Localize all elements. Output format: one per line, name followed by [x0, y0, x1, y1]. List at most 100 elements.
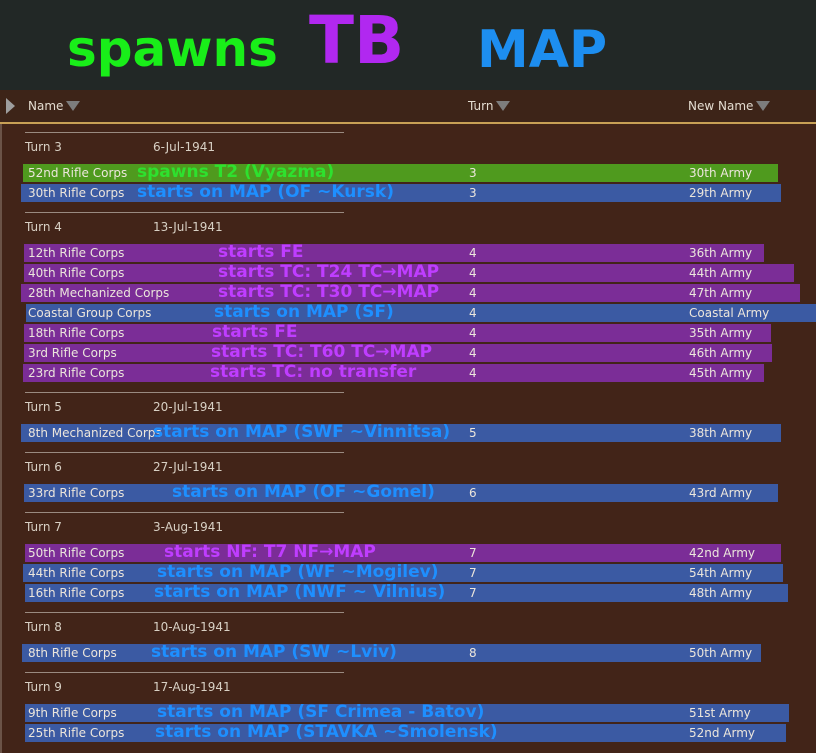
unit-new-name: 38th Army	[689, 426, 753, 440]
unit-turn: 4	[469, 306, 477, 320]
unit-turn: 8	[469, 646, 477, 660]
turn-date: 6-Jul-1941	[153, 140, 215, 154]
divider	[25, 452, 344, 453]
annotation: starts TC: T30 TC→MAP	[218, 282, 440, 302]
annotation: starts TC: no transfer	[210, 362, 417, 382]
annotation: starts FE	[218, 242, 304, 262]
unit-new-name: 48th Army	[689, 586, 753, 600]
unit-new-name: 50th Army	[689, 646, 753, 660]
unit-turn: 5	[469, 426, 477, 440]
banner-tb: TB	[309, 2, 405, 79]
column-name-label: Name	[28, 99, 64, 113]
unit-name: 8th Rifle Corps	[28, 646, 117, 660]
unit-name: 18th Rifle Corps	[28, 326, 125, 340]
turn-label: Turn 8	[25, 620, 62, 634]
banner-map: MAP	[477, 20, 608, 80]
unit-name: 44th Rifle Corps	[28, 566, 125, 580]
banner-spawns: spawns	[67, 20, 278, 78]
row-highlight	[22, 644, 761, 662]
expand-arrow-icon[interactable]	[6, 98, 15, 114]
annotation: starts on MAP (OF ~Gomel)	[172, 482, 435, 502]
turn-date: 10-Aug-1941	[153, 620, 231, 634]
row-highlight	[24, 244, 764, 262]
unit-turn: 3	[469, 166, 477, 180]
left-border	[0, 124, 2, 753]
annotation: starts on MAP (WF ~Mogilev)	[157, 562, 439, 582]
divider	[25, 392, 344, 393]
unit-turn: 7	[469, 566, 477, 580]
unit-new-name: Coastal Army	[689, 306, 770, 320]
row-highlight	[25, 584, 788, 602]
unit-name: 50th Rifle Corps	[28, 546, 125, 560]
unit-turn: 6	[469, 486, 477, 500]
table-row[interactable]: 30th Rifle Corps 3 29th Army starts on MAP …	[0, 182, 816, 202]
column-turn-label: Turn	[468, 99, 494, 113]
unit-name: 40th Rifle Corps	[28, 266, 125, 280]
unit-turn: 4	[469, 366, 477, 380]
unit-name: 52nd Rifle Corps	[28, 166, 128, 180]
divider	[25, 512, 344, 513]
turn-date: 13-Jul-1941	[153, 220, 223, 234]
annotation: starts FE	[212, 322, 298, 342]
row-highlight	[23, 364, 764, 382]
row-highlight	[24, 344, 772, 362]
annotation: starts on MAP (SWF ~Vinnitsa)	[153, 422, 451, 442]
filter-funnel-icon[interactable]	[756, 101, 771, 111]
row-highlight	[23, 564, 783, 582]
filter-funnel-icon[interactable]	[66, 101, 81, 111]
turn-label: Turn 6	[25, 460, 62, 474]
annotation: starts on MAP (OF ~Kursk)	[137, 182, 394, 202]
divider	[25, 132, 344, 133]
turn-label: Turn 9	[25, 680, 62, 694]
filter-funnel-icon[interactable]	[496, 101, 511, 111]
table-row[interactable]: 28th Mechanized Corps 4 47th Army starts TC…	[0, 282, 816, 302]
row-highlight	[21, 424, 781, 442]
turn-label: Turn 3	[25, 140, 62, 154]
unit-turn: 4	[469, 286, 477, 300]
unit-new-name: 29th Army	[689, 186, 753, 200]
unit-name: 12th Rifle Corps	[28, 246, 125, 260]
unit-turn: 3	[469, 186, 477, 200]
column-turn[interactable]: Turn	[468, 99, 511, 113]
unit-name: 16th Rifle Corps	[28, 586, 125, 600]
unit-name: 28th Mechanized Corps	[28, 286, 170, 300]
column-new-name[interactable]: New Name	[688, 99, 771, 113]
unit-turn: 4	[469, 266, 477, 280]
unit-turn: 4	[469, 326, 477, 340]
row-highlight	[25, 724, 786, 742]
unit-name: 30th Rifle Corps	[28, 186, 125, 200]
turn-label: Turn 5	[25, 400, 62, 414]
column-name[interactable]: Name	[28, 99, 81, 113]
unit-turn: 4	[469, 346, 477, 360]
unit-new-name: 43rd Army	[689, 486, 753, 500]
annotation: starts on MAP (SF Crimea - Batov)	[157, 702, 485, 722]
row-highlight	[24, 324, 771, 342]
unit-new-name: 46th Army	[689, 346, 753, 360]
annotation: spawns T2 (Vyazma)	[137, 162, 335, 182]
turn-date: 27-Jul-1941	[153, 460, 223, 474]
unit-new-name: 45th Army	[689, 366, 753, 380]
unit-new-name: 47th Army	[689, 286, 753, 300]
row-highlight	[21, 184, 781, 202]
divider	[25, 672, 344, 673]
row-highlight	[26, 304, 816, 322]
unit-new-name: 51st Army	[689, 706, 751, 720]
turn-date: 20-Jul-1941	[153, 400, 223, 414]
turn-label: Turn 4	[25, 220, 62, 234]
row-highlight	[25, 704, 789, 722]
